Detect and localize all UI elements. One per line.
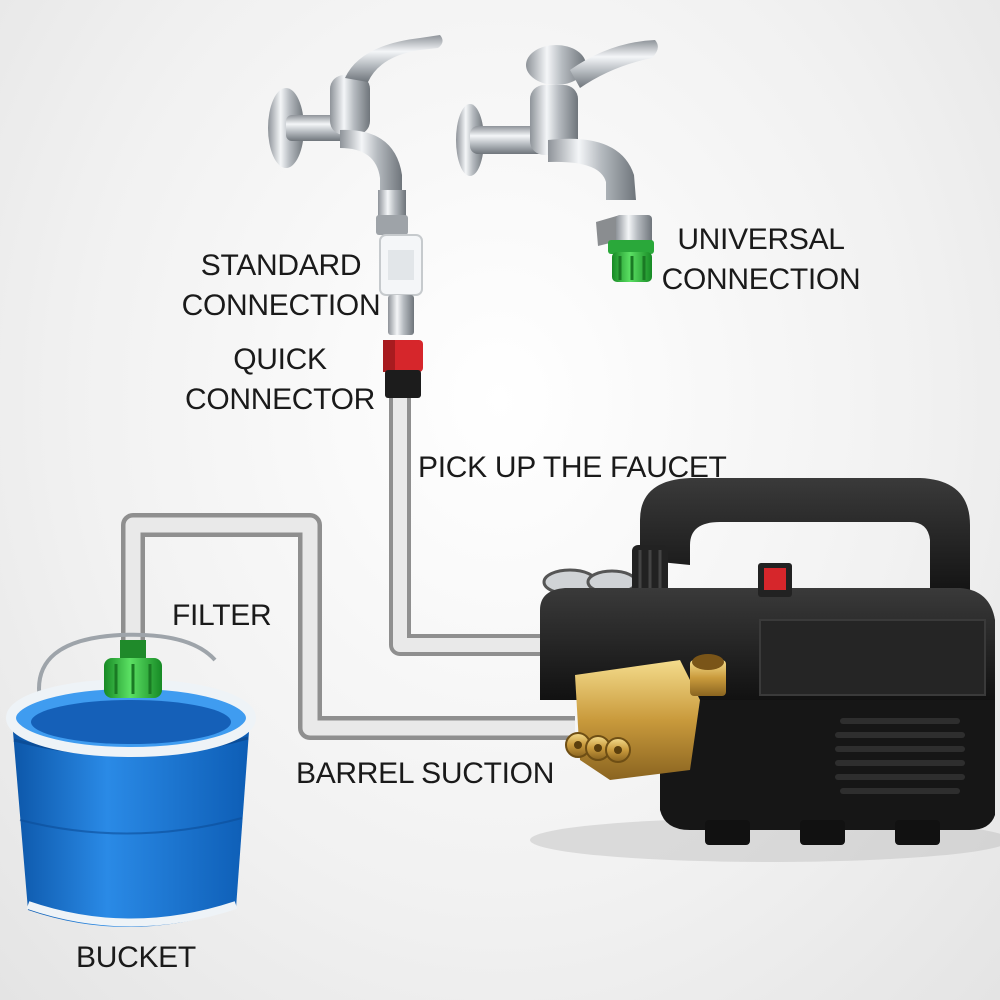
vent-slots [835,718,965,794]
pressure-washer-icon [530,478,1000,862]
barrel-suction-label: BARREL SUCTION [296,757,555,790]
faucet-universal-icon [456,40,658,200]
universal-adapter-icon [596,215,654,282]
standard-connection-label-line1: STANDARD [200,249,362,282]
quick-connector-label-line1: QUICK [233,343,327,376]
standard-connection-label-line2: CONNECTION [181,289,381,322]
universal-connection-label-line2: CONNECTION [661,263,861,296]
quick-connector-label-line2: CONNECTOR [184,383,376,416]
standard-connection-label: STANDARD CONNECTION [176,246,386,326]
universal-connection-label-line1: UNIVERSAL [677,223,845,256]
hoses [121,395,575,740]
faucet-standard-icon [268,35,443,335]
quick-connector-icon [383,340,423,398]
faucet-hose [389,395,560,656]
bucket-label: BUCKET [76,941,196,974]
bucket-icon [6,632,256,928]
quick-connector-label: QUICK CONNECTOR [178,340,382,420]
filter-icon [104,640,162,698]
filter-label: FILTER [172,599,272,632]
pick-up-faucet-label: PICK UP THE FAUCET [418,451,727,484]
universal-connection-label: UNIVERSAL CONNECTION [656,220,866,300]
